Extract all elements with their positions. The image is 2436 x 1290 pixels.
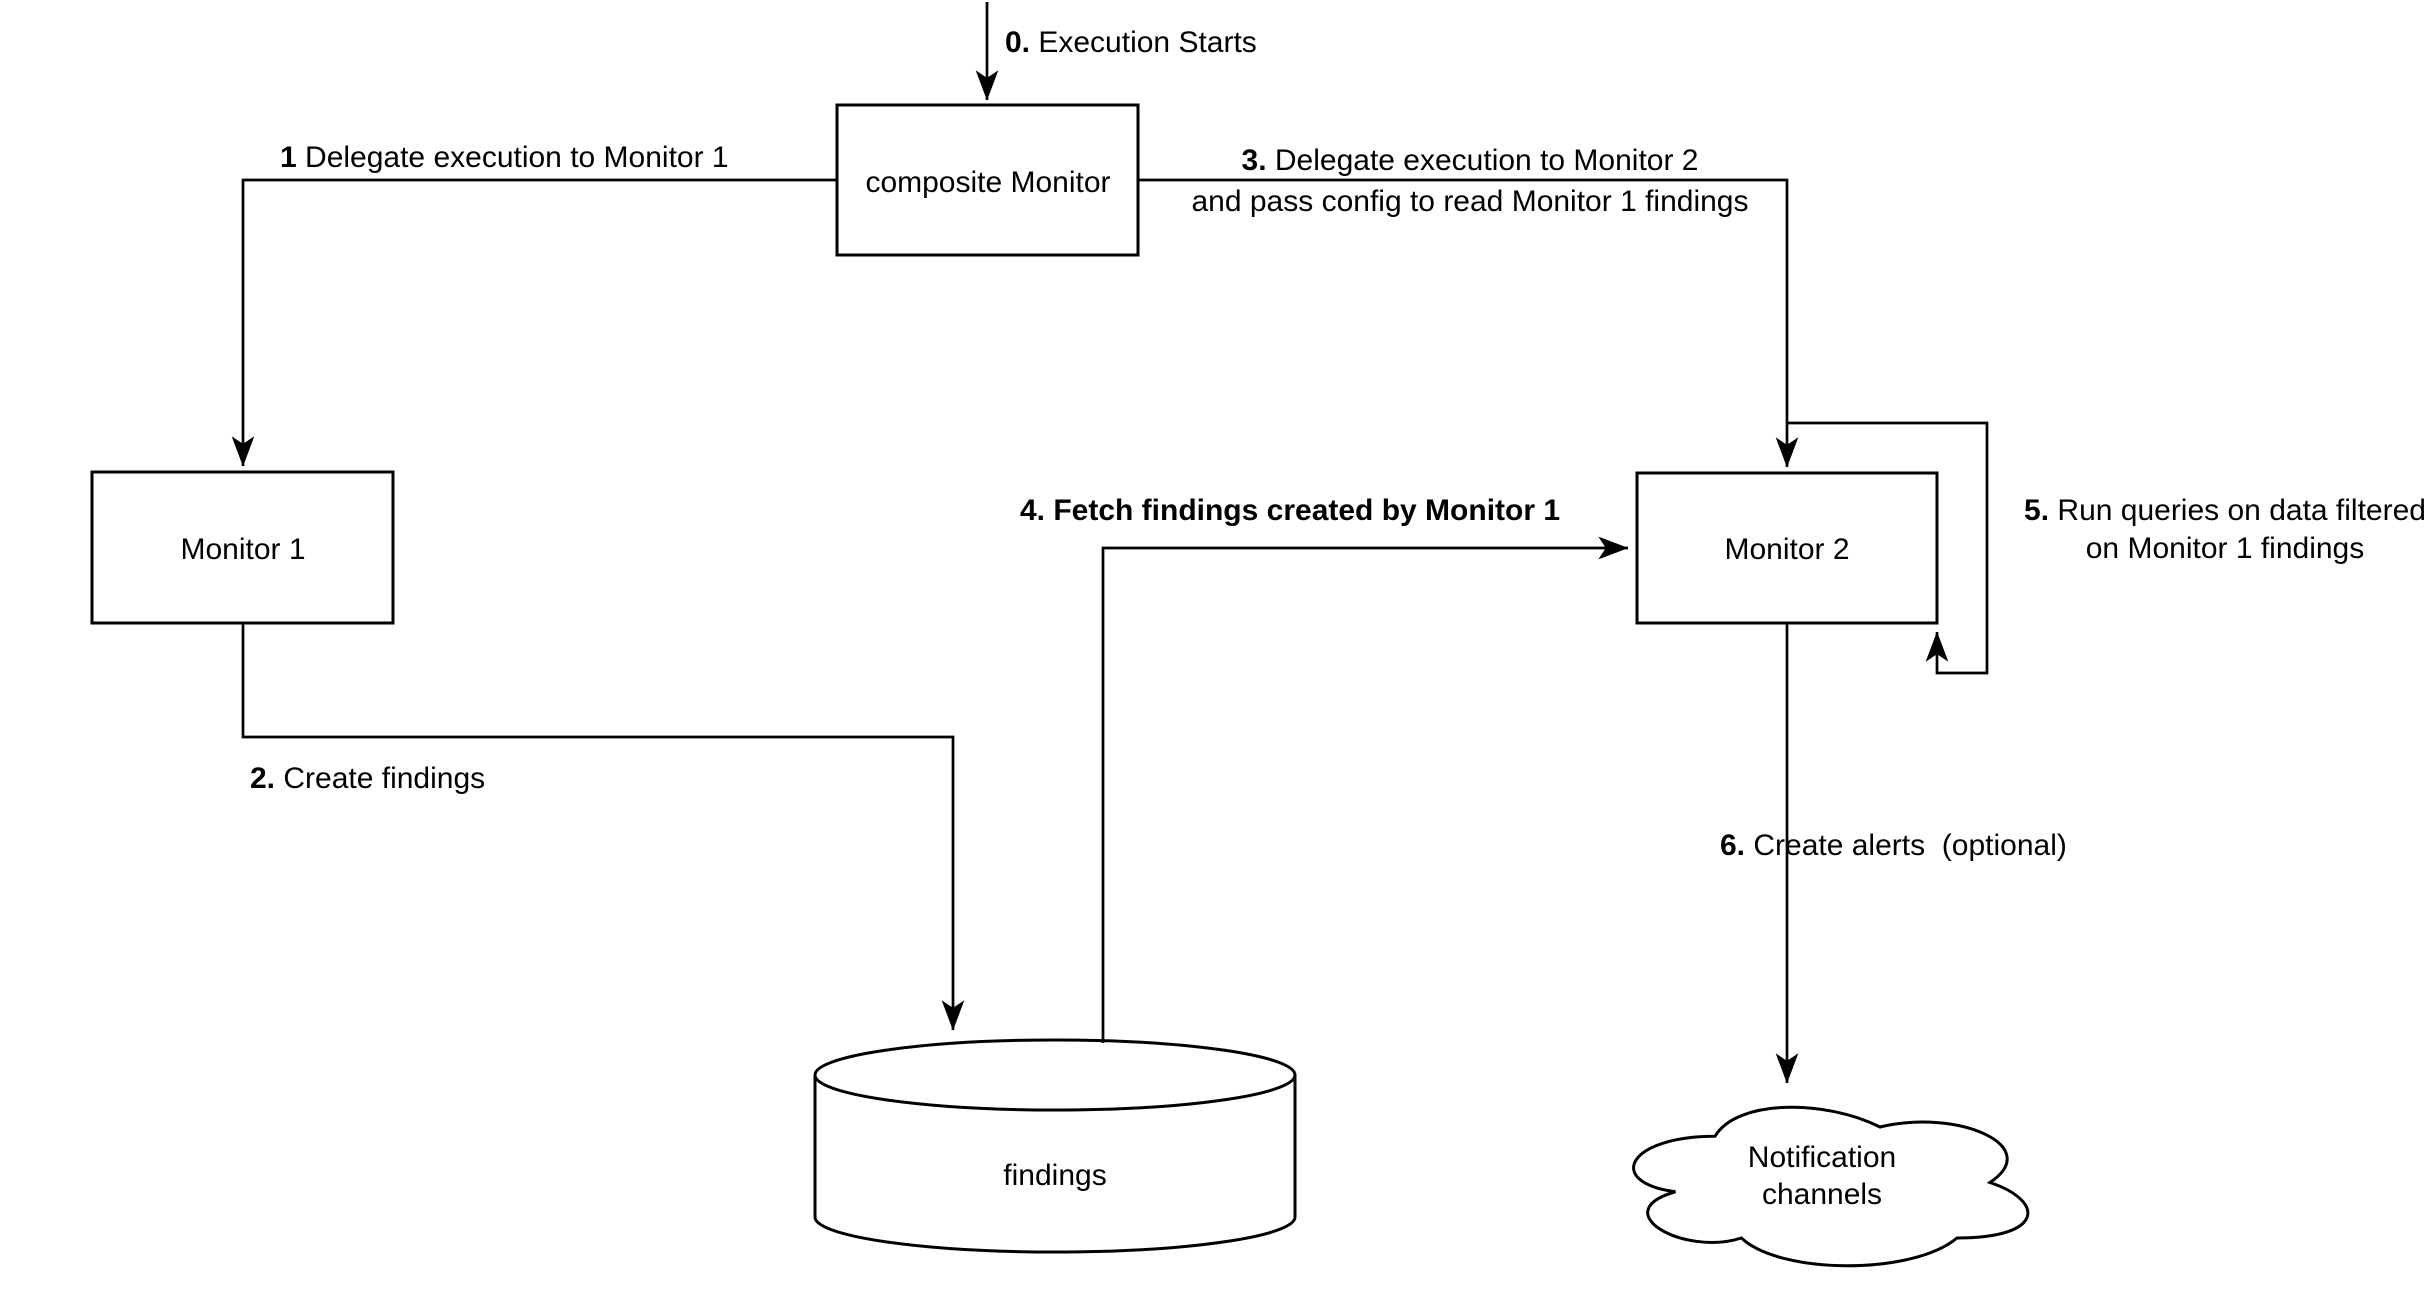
cloud-shape [1632, 1105, 2030, 1268]
edge-label-0-number: 0. [1005, 26, 1030, 59]
monitor2-box [1635, 471, 1939, 625]
edge-label-3-number: 3. [1242, 144, 1267, 177]
edge-label-5-number: 5. [2024, 494, 2049, 527]
edge-fetch-findings-arrow [1101, 536, 1629, 1043]
monitor2-label: Monitor 2 [1724, 533, 1849, 566]
edge-label-1-number: 1 [280, 141, 297, 174]
notification-channels-cloud: Notification channels [1632, 1105, 2030, 1268]
edge-label-2-text: Create findings [275, 762, 485, 795]
edge-label-1-text: Delegate execution to Monitor 1 [297, 141, 729, 174]
notification-channels-label-line1: Notification [1748, 1141, 1896, 1174]
findings-cylinder-body [813, 1038, 1297, 1254]
edge-label-3-delegate-monitor2: 3. Delegate execution to Monitor 2 [1242, 144, 1699, 177]
edge-label-2-create-findings: 2. Create findings [250, 762, 485, 795]
edge-label-0-text: Execution Starts [1030, 26, 1257, 59]
edge-label-5-run-queries: 5. Run queries on data filtered [2024, 494, 2426, 527]
monitor1-box [90, 470, 395, 625]
composite-monitor-label: composite Monitor [865, 166, 1110, 199]
edge-label-6-number: 6. [1720, 829, 1745, 862]
edge-label-6-create-alerts: 6. Create alerts (optional) [1720, 829, 2067, 862]
edge-label-5-line2: on Monitor 1 findings [2086, 532, 2365, 565]
edge-label-3-line2: and pass config to read Monitor 1 findin… [1191, 185, 1748, 218]
edge-label-4-fetch-findings: 4. Fetch findings created by Monitor 1 [1020, 494, 1560, 527]
findings-cylinder: findings [813, 1038, 1297, 1254]
edge-label-4-number: 4. [1020, 494, 1045, 527]
edge-label-1-delegate-monitor1: 1 Delegate execution to Monitor 1 [280, 141, 729, 174]
edge-label-6-text: Create alerts (optional) [1745, 829, 2067, 862]
edge-label-0-execution-starts: 0. Execution Starts [1005, 26, 1257, 59]
edge-run-queries-self-loop-arrow [1787, 421, 1989, 675]
edge-label-5-text: Run queries on data filtered [2049, 494, 2426, 527]
notification-channels-label-line2: channels [1762, 1178, 1882, 1211]
edge-delegate-to-monitor2-arrow [1138, 178, 1799, 468]
findings-label: findings [1003, 1159, 1106, 1192]
monitor1-label: Monitor 1 [180, 533, 305, 566]
edge-create-findings-arrow [241, 623, 965, 1031]
findings-cylinder-top-rim [813, 1074, 1297, 1112]
edge-label-4-text: Fetch findings created by Monitor 1 [1045, 494, 1560, 527]
composite-monitor-box [835, 103, 1140, 257]
edge-label-3-text: Delegate execution to Monitor 2 [1267, 144, 1699, 177]
edge-label-2-number: 2. [250, 762, 275, 795]
edge-delegate-to-monitor1-arrow [231, 178, 837, 467]
